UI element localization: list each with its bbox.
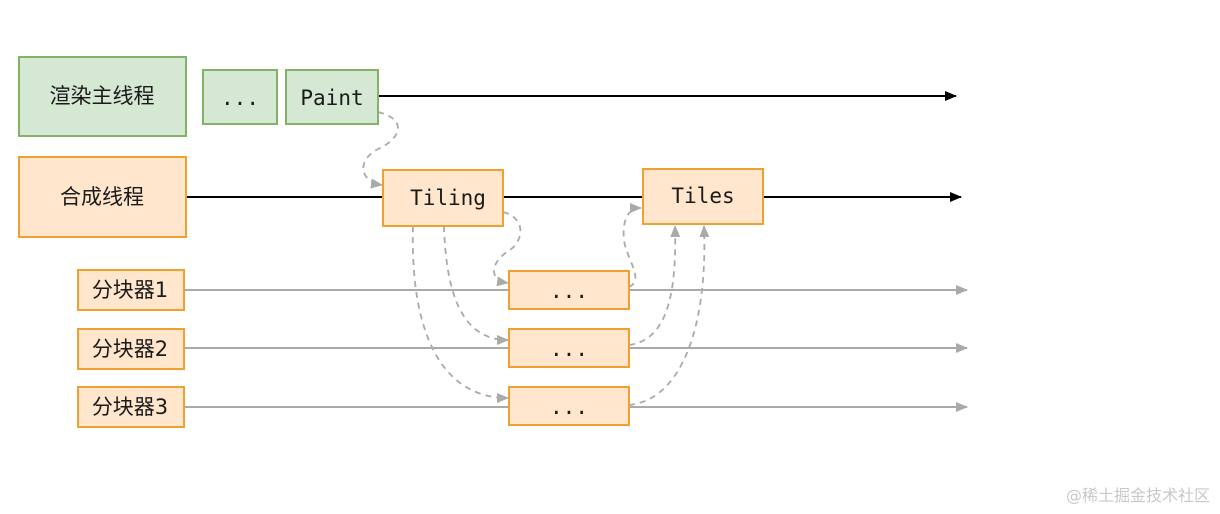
raster3-to-tiles-arrow [628, 225, 710, 406]
tiling-to-raster1-arrow [493, 211, 522, 287]
main-ellipsis-task-box [202, 69, 278, 125]
raster2-task-box [508, 328, 630, 368]
raster2-label: 分块器2 [92, 337, 168, 361]
tiling-to-raster2-arrow [443, 225, 509, 345]
watermark: @稀土掘金技术社区 [1065, 486, 1210, 505]
raster1-to-tiles-arrow [622, 203, 642, 288]
main-thread-label: 渲染主线程 [50, 84, 155, 108]
paint-task-label: Paint [300, 86, 363, 110]
raster1-task-box [508, 270, 630, 310]
raster1-label: 分块器1 [92, 278, 168, 302]
tiling-task-label: Tiling [410, 186, 486, 210]
raster2-label-box [77, 328, 185, 370]
raster2-task-label: ... [550, 337, 588, 361]
compositor-thread-label: 合成线程 [60, 185, 144, 209]
raster3-task-box [508, 386, 630, 426]
tiles-task-label: Tiles [671, 184, 734, 208]
raster3-label: 分块器3 [92, 395, 168, 419]
main-ellipsis-task-label: ... [221, 86, 259, 110]
raster3-task-label: ... [550, 395, 588, 419]
raster3-label-box [77, 386, 185, 428]
main-thread-label-box [18, 56, 187, 137]
paint-to-tiling-arrow [362, 111, 399, 189]
raster2-to-tiles-arrow [628, 225, 681, 346]
tiles-task-box [642, 168, 764, 225]
paint-task-box [285, 69, 379, 125]
tiling-to-raster3-arrow [411, 225, 509, 403]
raster1-task-label: ... [550, 279, 588, 303]
raster1-label-box [77, 269, 185, 311]
tiling-task-box [382, 169, 504, 227]
compositor-thread-label-box [18, 156, 187, 238]
